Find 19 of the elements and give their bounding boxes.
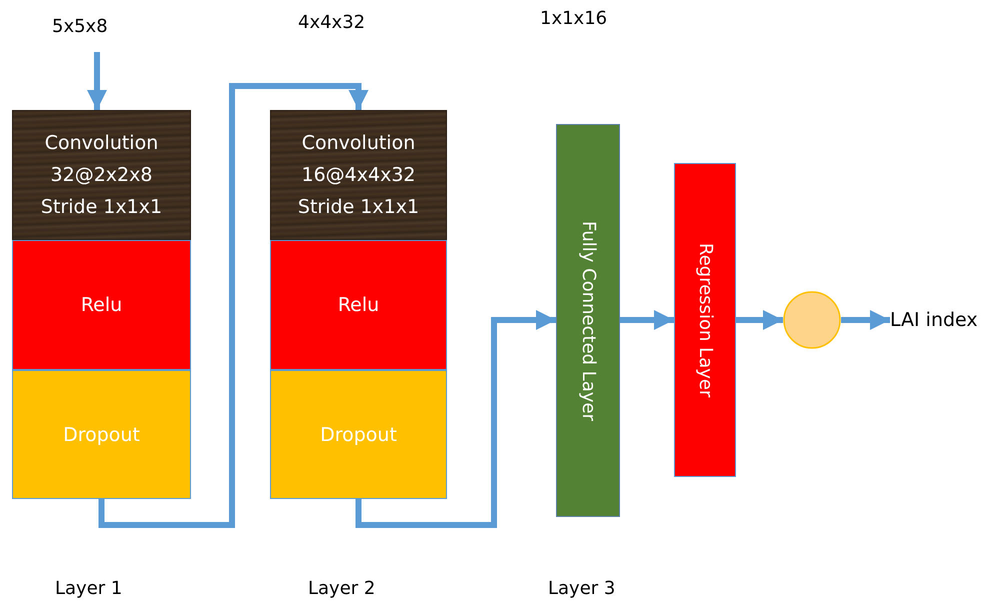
layer-label: Layer 1: [55, 578, 122, 599]
dimension-label: 1x1x16: [540, 8, 608, 29]
layer-label: Layer 2: [308, 578, 376, 599]
arrow: [620, 310, 674, 330]
convolution-layer-box: Convolution 16@4x4x32 Stride 1x1x1: [270, 110, 447, 240]
output-label: LAI index: [890, 306, 988, 334]
relu-layer-box: Relu: [270, 240, 447, 370]
arrow: [87, 52, 107, 110]
regression-layer-box: Regression Layer: [674, 163, 736, 477]
arrow: [841, 310, 890, 330]
convolution-layer-box: Convolution 32@2x2x8 Stride 1x1x1: [12, 110, 191, 240]
dropout-layer-box: Dropout: [12, 370, 191, 499]
dropout-layer-box: Dropout: [270, 370, 447, 499]
fully-connected-layer-box: Fully Connected Layer: [556, 124, 620, 517]
arrow: [736, 310, 783, 330]
dimension-label: 5x5x8: [52, 16, 108, 37]
dimension-label: 4x4x32: [298, 12, 366, 33]
relu-layer-box: Relu: [12, 240, 191, 370]
layer-label: Layer 3: [548, 578, 616, 599]
